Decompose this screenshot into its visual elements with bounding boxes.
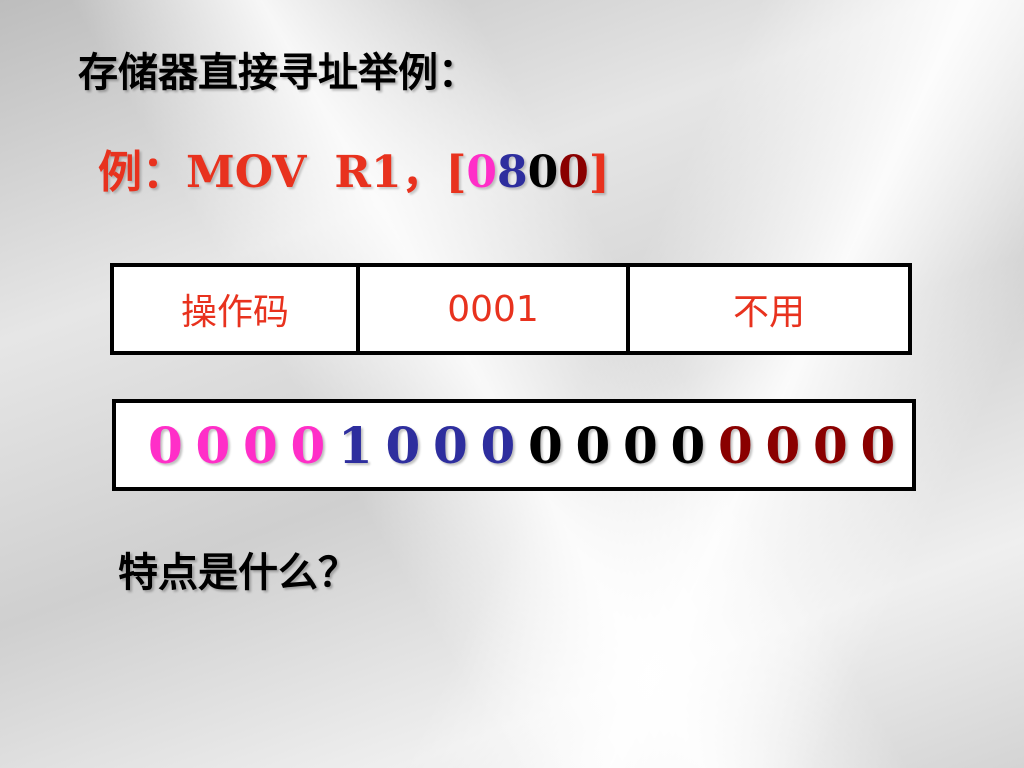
bit-2: 0	[195, 415, 231, 475]
bit-14: 0	[765, 415, 801, 475]
example-suffix: ]	[588, 147, 610, 198]
unused-cell: 不用	[732, 292, 805, 333]
address-digit-4: 0	[558, 147, 589, 198]
bit-10: 0	[575, 415, 611, 475]
example-prefix: 例：MOV	[98, 147, 307, 198]
bit-3: 0	[243, 415, 278, 475]
opcode-cell: 操作码	[114, 267, 360, 351]
bit-9: 0	[528, 415, 563, 475]
bit-11: 0	[623, 415, 658, 475]
bit-7: 0	[433, 415, 468, 475]
example-operand-register: R1，[	[334, 147, 467, 198]
register-field-cell: 0001	[360, 267, 630, 351]
bit-5: 1	[338, 415, 373, 475]
bit-4: 0	[290, 415, 326, 475]
bit-15: 0	[813, 415, 848, 475]
question-text: 特点是什么？	[118, 549, 358, 596]
address-digit-1: 0	[466, 147, 498, 198]
address-digit-2: 8	[497, 147, 528, 198]
bit-13: 0	[718, 415, 753, 475]
slide-title: 存储器直接寻址举例：	[78, 49, 478, 96]
bit-8: 0	[480, 415, 516, 475]
bit-12: 0	[670, 415, 706, 475]
address-digit-3: 0	[527, 147, 559, 198]
bit-16: 0	[860, 415, 896, 475]
instruction-format-table: 操作码 0001 不用	[110, 263, 912, 355]
bit-1: 0	[148, 415, 183, 475]
bit-6: 0	[385, 415, 421, 475]
